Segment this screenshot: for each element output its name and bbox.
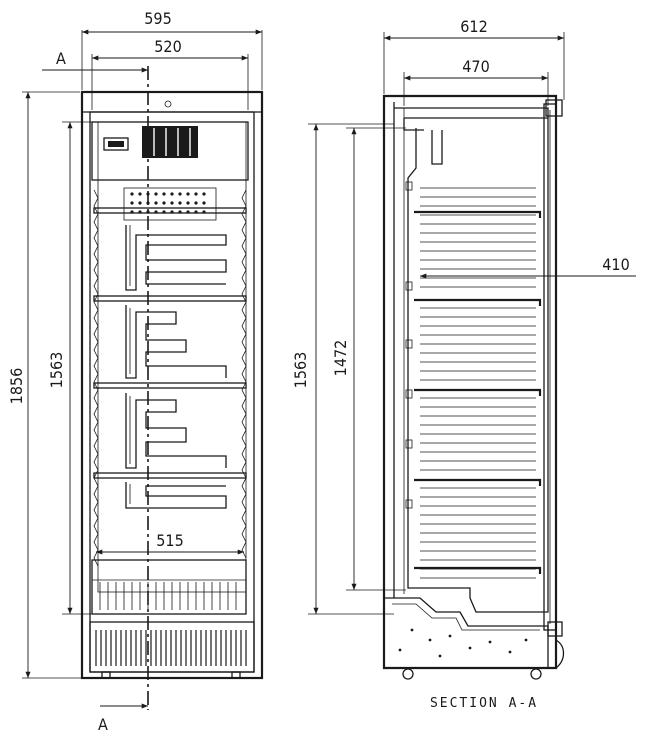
inner-liner [407, 118, 549, 613]
side-shelf-5 [414, 566, 542, 574]
dim-side-height-inner: 1472 [331, 340, 350, 377]
foot-right [231, 671, 241, 679]
control-panel [91, 121, 249, 181]
thermostat-display [103, 137, 129, 151]
fan-grille [142, 126, 198, 158]
wheel-front [402, 668, 414, 680]
wheel-back [530, 668, 542, 680]
shelf-3 [93, 382, 247, 389]
door-bottom-handle [555, 639, 565, 669]
evaporator-coil [123, 187, 217, 221]
shelf-4 [93, 472, 247, 479]
compressor-dots [398, 628, 528, 658]
front-view: A A 595 520 1856 1563 515 [7, 9, 264, 734]
front-cabinet-outline [80, 90, 264, 680]
dim-height-inner: 1563 [47, 352, 66, 389]
side-shelf-3 [414, 388, 542, 396]
shelf-1 [93, 207, 247, 214]
side-shelf-4 [414, 478, 542, 486]
side-shelf-2 [414, 298, 542, 306]
shelf-2 [93, 295, 247, 302]
display-screen [108, 141, 124, 147]
drain-pipe [431, 130, 443, 165]
glass-door [543, 103, 557, 631]
section-caption: SECTION A-A [430, 696, 538, 711]
bottom-vent-grille [89, 621, 255, 673]
compressor-compartment [384, 597, 549, 668]
side-shelf-1 [414, 210, 542, 218]
dim-overall-depth: 612 [460, 17, 487, 36]
dim-shelf-width: 515 [156, 531, 183, 550]
side-shelves [414, 210, 542, 574]
basket-ribs [99, 582, 237, 610]
bottom-basket [91, 559, 247, 615]
front-shelves [93, 207, 247, 479]
dim-shelf-depth: 410 [602, 255, 629, 274]
dim-side-height-outer: 1563 [291, 352, 310, 389]
left-liner-zigzag [93, 189, 99, 567]
foot-left [101, 671, 111, 679]
side-shelf-slats [420, 187, 536, 579]
right-liner-zigzag [241, 189, 247, 559]
dim-inner-width: 520 [154, 37, 181, 56]
top-lock-icon [164, 100, 172, 108]
door-hinge-top [545, 99, 563, 117]
side-section-view: 612 470 410 1563 1472 SECTION A-A [291, 17, 636, 711]
dim-overall-width: 595 [144, 9, 171, 28]
dim-height-total: 1856 [7, 368, 26, 405]
evaporator-dots [130, 192, 206, 214]
dim-inner-depth: 470 [462, 57, 489, 76]
section-label-bottom: A [98, 715, 108, 734]
section-label-top: A [56, 49, 66, 68]
serpentine-coil [125, 225, 227, 509]
